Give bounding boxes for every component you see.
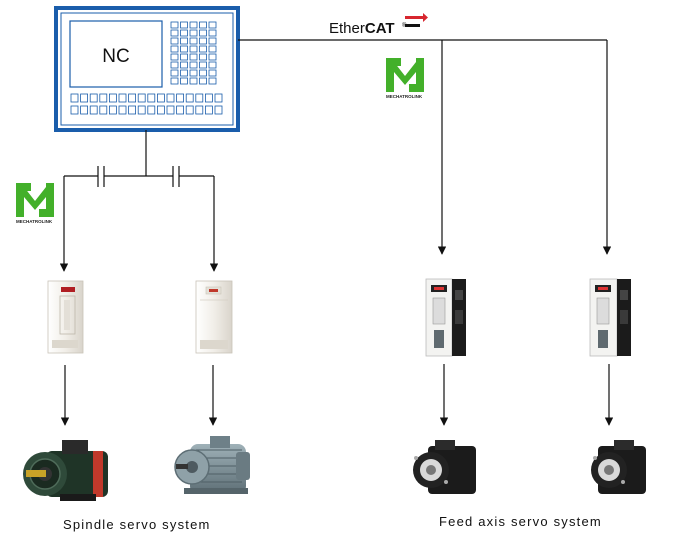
nc-key (170, 77, 179, 85)
nc-key (189, 37, 198, 45)
nc-key (156, 93, 165, 103)
nc-key (99, 105, 108, 115)
nc-key (89, 93, 98, 103)
nc-key (208, 69, 217, 77)
nc-key (189, 53, 198, 61)
nc-key (99, 93, 108, 103)
feed-motor-1 (413, 440, 476, 494)
nc-label: NC (102, 46, 129, 67)
nc-key (180, 29, 188, 37)
nc-key (180, 21, 188, 29)
mechatrolink-logo: MECHATROLINK (386, 58, 424, 99)
spindle-motor-1 (23, 440, 108, 501)
nc-key (199, 45, 207, 53)
feed-system-caption: Feed axis servo system (439, 514, 602, 529)
nc-key (170, 45, 179, 53)
nc-key (189, 61, 198, 69)
nc-key (118, 93, 127, 103)
nc-key (189, 69, 198, 77)
nc-key (189, 77, 198, 85)
nc-key (180, 37, 188, 45)
svg-text:®: ® (402, 22, 407, 29)
nc-key (147, 105, 156, 115)
ethercat-logo: EtherCAT ® (329, 13, 428, 37)
nc-key (214, 93, 223, 103)
nc-key (199, 53, 207, 61)
nc-key (180, 45, 188, 53)
nc-key (176, 105, 185, 115)
nc-key (170, 53, 179, 61)
nc-key (199, 21, 207, 29)
nc-key (208, 77, 217, 85)
nc-key (89, 105, 98, 115)
nc-key (195, 105, 204, 115)
nc-key (208, 29, 217, 37)
nc-key (128, 93, 137, 103)
nc-key (189, 45, 198, 53)
feed-drive-2 (589, 278, 631, 357)
nc-key (176, 93, 185, 103)
mechatrolink-logo: MECHATROLINK (16, 183, 54, 224)
nc-key (180, 77, 188, 85)
nc-key (204, 105, 213, 115)
nc-key (70, 93, 79, 103)
spindle-drive-2 (195, 280, 233, 354)
nc-key (170, 21, 179, 29)
nc-key (199, 77, 207, 85)
nc-key-rows (70, 93, 223, 115)
nc-key (166, 93, 175, 103)
nc-key (185, 105, 194, 115)
nc-key (147, 93, 156, 103)
svg-text:MECHATROLINK: MECHATROLINK (386, 94, 423, 99)
nc-key (199, 37, 207, 45)
nc-key (180, 53, 188, 61)
nc-key (214, 105, 223, 115)
nc-key (137, 93, 146, 103)
nc-key (185, 93, 194, 103)
nc-key (204, 93, 213, 103)
nc-key (208, 53, 217, 61)
nc-key (208, 37, 217, 45)
nc-key (170, 29, 179, 37)
nc-key (195, 93, 204, 103)
nc-key (199, 29, 207, 37)
nc-key (208, 61, 217, 69)
nc-key (208, 21, 217, 29)
nc-key (208, 45, 217, 53)
nc-screen (69, 20, 163, 88)
feed-motor-2 (591, 440, 646, 494)
nc-key (118, 105, 127, 115)
nc-key (170, 69, 179, 77)
spindle-motor-2 (174, 436, 250, 494)
nc-key (180, 69, 188, 77)
nc-key (180, 61, 188, 69)
feed-drive-1 (425, 278, 466, 357)
nc-controller: NC (54, 6, 240, 132)
nc-key (109, 93, 117, 103)
nc-key (109, 105, 117, 115)
nc-key (80, 93, 88, 103)
nc-key (199, 69, 207, 77)
nc-key (128, 105, 137, 115)
nc-key (189, 21, 198, 29)
nc-key (80, 105, 88, 115)
nc-key (156, 105, 165, 115)
nc-key (199, 61, 207, 69)
nc-key (166, 105, 175, 115)
spindle-drive-1 (47, 280, 84, 354)
nc-key (70, 105, 79, 115)
nc-key (170, 61, 179, 69)
nc-key (137, 105, 146, 115)
nc-key (189, 29, 198, 37)
connection-lines (59, 39, 614, 426)
svg-text:MECHATROLINK: MECHATROLINK (16, 219, 53, 224)
spindle-system-caption: Spindle servo system (63, 517, 211, 532)
svg-text:EtherCAT: EtherCAT (329, 20, 395, 37)
nc-keypad (170, 21, 217, 85)
nc-key (170, 37, 179, 45)
